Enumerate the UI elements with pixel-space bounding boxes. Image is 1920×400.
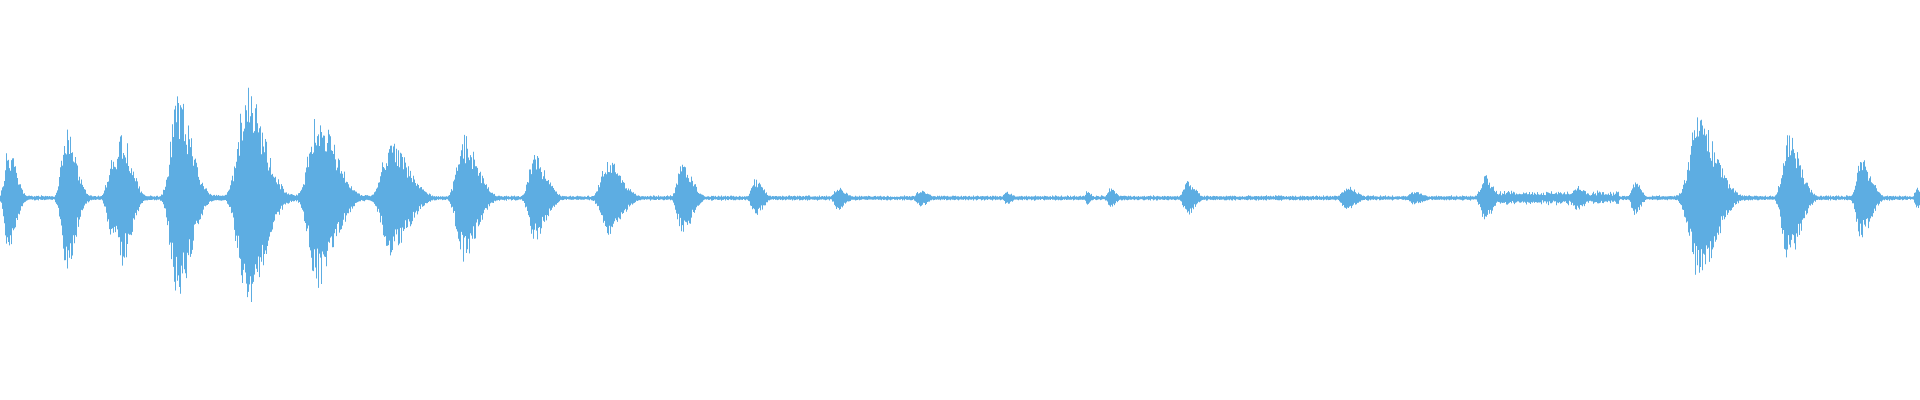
waveform-path <box>0 87 1920 302</box>
waveform-samples <box>0 87 1920 302</box>
